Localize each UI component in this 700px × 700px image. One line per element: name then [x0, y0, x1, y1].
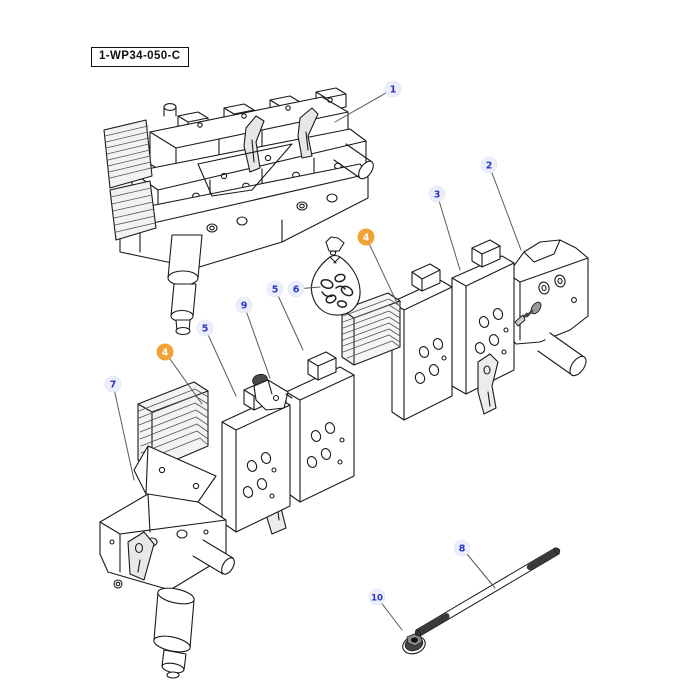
callout-5[interactable]: 5 — [266, 280, 304, 351]
callout-leader-line — [243, 304, 271, 379]
callout-leader-line — [334, 88, 394, 123]
callout-leader-line — [488, 164, 522, 251]
callout-4[interactable]: 4 — [156, 343, 203, 405]
callout-badge[interactable] — [196, 319, 214, 337]
callout-badge[interactable] — [357, 228, 375, 246]
callout-number: 7 — [110, 379, 117, 390]
callout-number: 4 — [162, 347, 169, 358]
assembled-valve-bank-drawing — [103, 87, 374, 336]
callout-7[interactable]: 7 — [104, 375, 135, 481]
callout-number: 4 — [363, 232, 370, 243]
reference-code-box: 1-WP34-050-C — [91, 47, 189, 67]
callout-6[interactable]: 6 — [287, 280, 321, 298]
callout-leader-line — [461, 547, 496, 589]
callout-leader-line — [112, 383, 135, 481]
callout-1[interactable]: 1 — [334, 80, 402, 123]
exploded-valve-sections-right-drawing — [341, 239, 589, 421]
callout-number: 5 — [202, 323, 209, 334]
callout-5[interactable]: 5 — [196, 319, 237, 397]
callout-8[interactable]: 8 — [453, 539, 496, 589]
callout-badge[interactable] — [266, 280, 284, 298]
callout-number: 8 — [459, 543, 466, 554]
callout-4[interactable]: 4 — [357, 228, 399, 306]
callout-badge[interactable] — [156, 343, 174, 361]
callout-badge[interactable] — [453, 539, 471, 557]
nut-drawing — [402, 633, 426, 655]
callout-badge[interactable] — [104, 375, 122, 393]
callout-number: 2 — [486, 160, 493, 171]
callout-badge[interactable] — [384, 80, 402, 98]
exploded-valve-sections-left-drawing — [99, 351, 355, 679]
callout-leader-line — [436, 193, 461, 271]
callout-number: 6 — [293, 284, 300, 295]
callout-leader-line — [164, 351, 203, 405]
callout-badge[interactable] — [428, 185, 446, 203]
callout-layer: 1 2 3 4 5 6 9 5 4 7 8 10 — [104, 80, 522, 631]
tie-rod-drawing — [414, 547, 561, 637]
callout-badge[interactable] — [235, 296, 253, 314]
callout-badge[interactable] — [287, 280, 305, 298]
callout-leader-line — [204, 327, 237, 397]
callout-badge[interactable] — [368, 588, 386, 606]
callout-number: 5 — [272, 284, 279, 295]
callout-3[interactable]: 3 — [428, 185, 461, 271]
callout-2[interactable]: 2 — [480, 156, 522, 251]
callout-leader-line — [274, 288, 304, 351]
callout-number: 1 — [390, 84, 397, 95]
callout-leader-line — [365, 236, 399, 306]
seal-kit-bag-drawing — [310, 236, 361, 316]
callout-number: 10 — [371, 593, 383, 603]
callout-badge[interactable] — [480, 156, 498, 174]
callout-10[interactable]: 10 — [368, 588, 403, 631]
reference-code-label: 1-WP34-050-C — [99, 50, 181, 62]
callout-number: 3 — [434, 189, 441, 200]
callout-number: 9 — [241, 300, 248, 311]
callout-9[interactable]: 9 — [235, 296, 271, 379]
